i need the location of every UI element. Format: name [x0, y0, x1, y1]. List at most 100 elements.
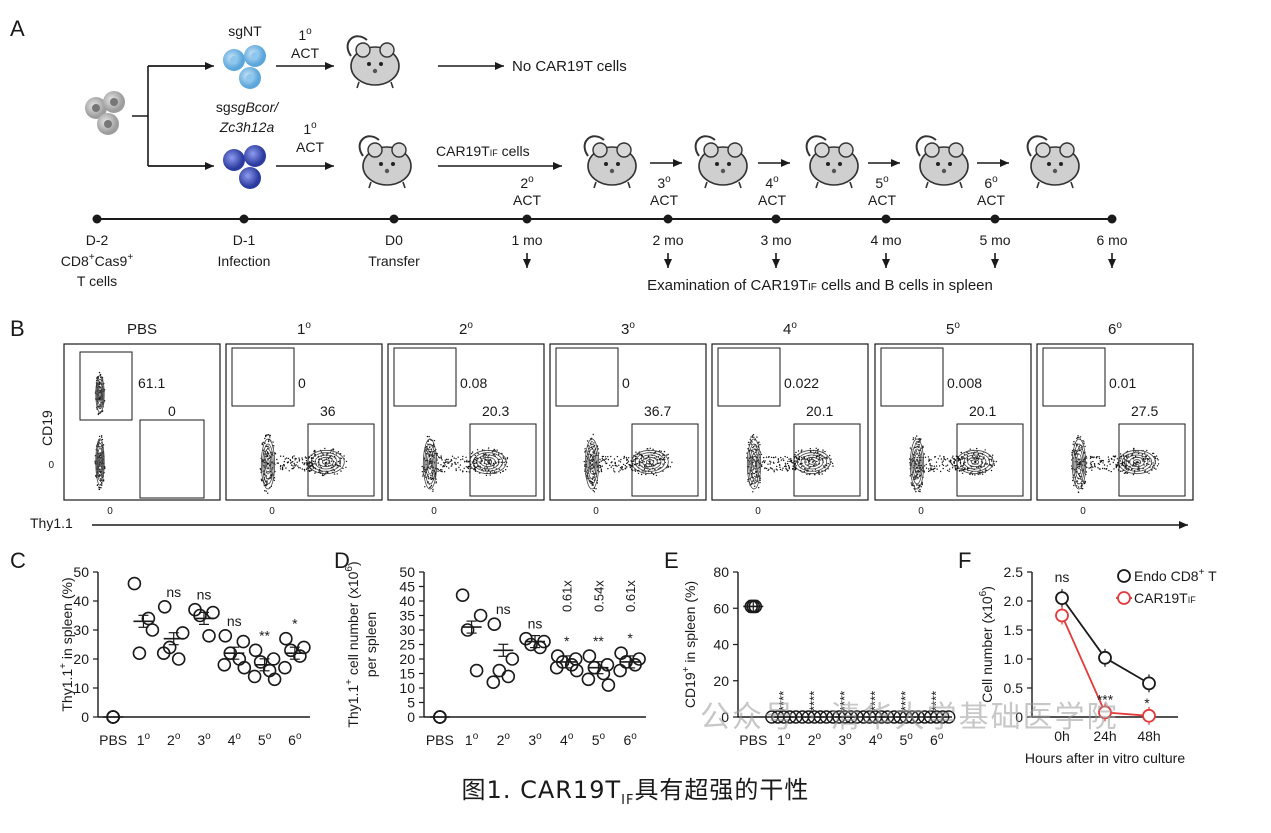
flow-event: [505, 469, 507, 471]
data-point: [469, 663, 484, 678]
flow-event: [1122, 469, 1125, 471]
flow-event: [925, 463, 927, 466]
x-tick-label: 4o: [228, 731, 242, 748]
y-axis-label-text: CD19+ in spleen (%): [681, 581, 698, 708]
gate-top: [1042, 347, 1106, 407]
flow-event: [790, 459, 792, 461]
flow-event: [481, 469, 483, 471]
flow-event: [1131, 453, 1134, 455]
contour: [428, 458, 432, 470]
flow-event: [829, 454, 831, 457]
flow-event: [758, 441, 760, 443]
flow-event: [995, 460, 997, 463]
flow-event: [264, 437, 266, 440]
flow-event: [754, 475, 756, 477]
flow-event: [1123, 457, 1125, 459]
flow-event: [284, 458, 286, 460]
flow-event: [1144, 452, 1146, 454]
flow-event: [267, 492, 269, 494]
flow-event: [773, 469, 775, 471]
data-point: [236, 634, 251, 649]
flow-event: [792, 468, 794, 470]
flow-event: [976, 466, 978, 469]
contour: [584, 438, 600, 490]
flow-event: [782, 467, 784, 469]
flow-event: [590, 446, 592, 449]
flow-event: [941, 461, 943, 463]
flow-event: [943, 458, 945, 460]
flow-event: [914, 489, 916, 491]
flow-event: [489, 474, 491, 476]
flow-event: [972, 457, 974, 459]
legend-label: CAR19TIF: [1134, 590, 1196, 606]
significance-label: ****: [776, 691, 791, 711]
flow-event: [1077, 486, 1080, 488]
flow-event: [818, 457, 820, 459]
flow-event: [474, 454, 476, 457]
flow-event: [614, 471, 616, 473]
flow-event: [814, 464, 816, 466]
act-round-word: ACT: [758, 192, 786, 208]
flow-event: [273, 479, 275, 482]
flow-event: [964, 461, 966, 463]
act-round-label: 4o: [765, 174, 779, 191]
flow-event: [979, 465, 982, 468]
data-point: [132, 646, 147, 661]
flow-event: [484, 469, 487, 471]
flow-event: [954, 469, 957, 471]
flow-event: [963, 453, 966, 455]
flow-event: [280, 464, 282, 467]
timeline-dot: [881, 214, 891, 224]
y-axis-label: Cell number (x106): [978, 586, 995, 703]
flow-event: [598, 461, 601, 463]
timeline-dot: [771, 214, 781, 224]
gate-bottom-value: 27.5: [1131, 403, 1158, 419]
act-round-word: ACT: [650, 192, 678, 208]
contour: [262, 443, 274, 485]
contour: [480, 456, 496, 468]
contour: [472, 452, 504, 472]
flow-event: [301, 457, 303, 459]
flow-event: [447, 462, 449, 465]
flow-event: [270, 475, 273, 477]
flow-event: [936, 468, 938, 470]
data-point: [218, 628, 233, 643]
flow-event: [301, 462, 304, 464]
flow-event: [645, 471, 647, 473]
x-tick-label: 3o: [197, 731, 211, 748]
contour: [963, 454, 987, 470]
flow-event: [427, 440, 429, 443]
flow-event: [455, 469, 457, 472]
y-tick-label: 30: [399, 622, 415, 638]
flow-event: [591, 460, 593, 462]
flow-event: [471, 451, 474, 453]
car-cells-label: CAR19TIF cells: [436, 143, 530, 159]
flow-plots: PBS0061.101o00362o00.0820.33o0036.74o00.…: [48, 320, 1194, 517]
flow-event: [795, 468, 797, 471]
flow-event: [437, 470, 439, 472]
flow-event: [477, 452, 479, 455]
flow-event: [797, 461, 799, 463]
flow-event: [488, 461, 490, 463]
flow-event: [749, 438, 751, 440]
timeline-label: 2 mo: [652, 232, 683, 248]
flow-event: [637, 463, 639, 465]
flow-event: [747, 480, 749, 482]
flow-event: [291, 456, 294, 458]
flow-event: [790, 460, 792, 463]
flow-event: [322, 453, 324, 455]
significance-label: *: [564, 633, 570, 649]
flow-event: [952, 455, 954, 457]
flow-event: [916, 476, 919, 478]
y-tick-label: 40: [713, 637, 729, 653]
flow-event: [795, 465, 797, 467]
flow-event: [600, 469, 602, 471]
flow-event: [1137, 461, 1140, 463]
x-tick-label: 1o: [777, 731, 791, 748]
x-tick-label: 4o: [560, 731, 574, 748]
flow-event: [647, 448, 649, 450]
flow-event: [265, 485, 267, 487]
data-point: [157, 599, 172, 614]
flow-event: [961, 472, 964, 474]
